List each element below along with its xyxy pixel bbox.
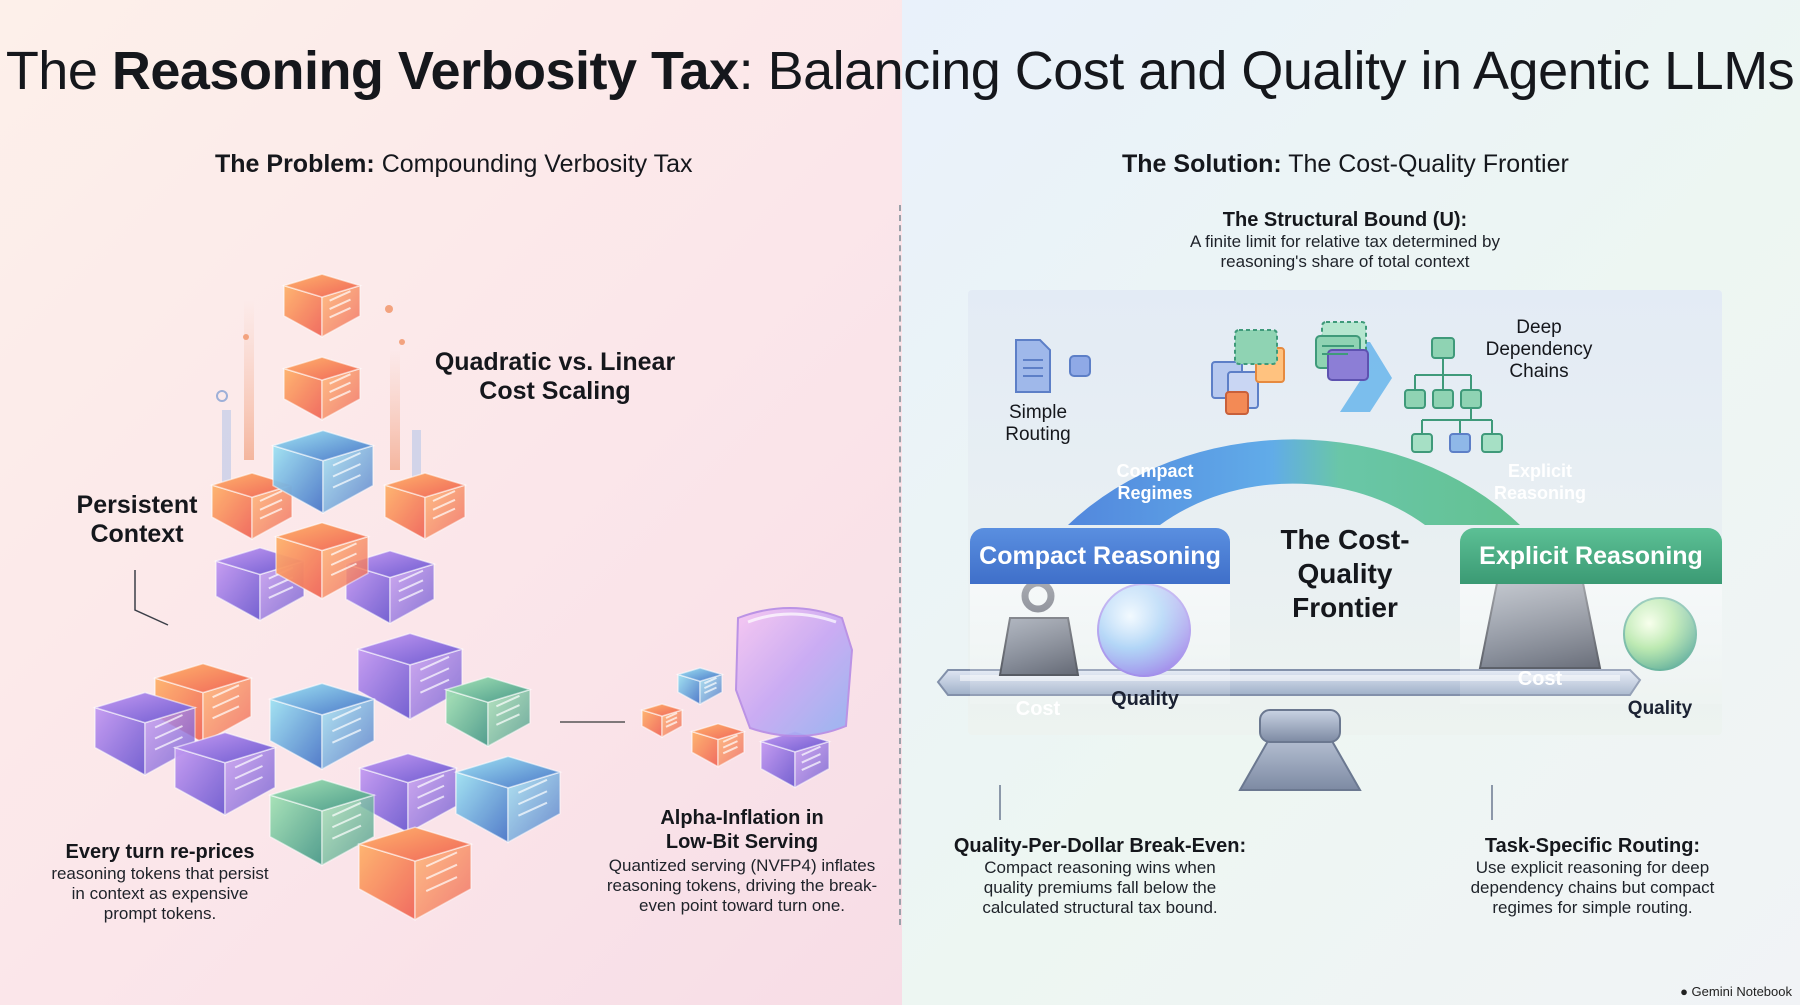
routing-callout: Task-Specific Routing: Use explicit reas… <box>1460 834 1725 918</box>
compact-reasoning-panel <box>970 584 1230 704</box>
breakeven-title: Quality-Per-Dollar Break-Even: <box>953 835 1247 857</box>
stacked-layers-icon <box>1234 329 1278 365</box>
routing-body: Use explicit reasoning for deep dependen… <box>1470 858 1715 917</box>
structural-bound-callout: The Structural Bound (U): A finite limit… <box>1150 208 1540 272</box>
deep-dependency-label: Deep Dependency Chains <box>1485 317 1593 382</box>
quadratic-scaling-label: Quadratic vs. Linear Cost Scaling <box>434 348 676 405</box>
data-cube-icon <box>152 662 254 745</box>
compact-quality-label: Quality <box>1111 688 1179 710</box>
data-cube-icon <box>281 356 363 422</box>
layered-cards-icon <box>1315 321 1369 381</box>
explicit-reasoning-header: Explicit Reasoning <box>1460 528 1722 584</box>
data-cube-icon <box>758 730 832 789</box>
data-cube-icon <box>270 429 376 515</box>
frontier-center-label: The Cost-Quality Frontier <box>1280 524 1410 623</box>
data-cube-icon <box>382 472 468 541</box>
page-title: The Reasoning Verbosity Tax: Balancing C… <box>5 41 1795 101</box>
reprices-title: Every turn re-prices <box>65 841 255 863</box>
data-cube-icon <box>172 731 278 817</box>
structural-bound-title: The Structural Bound (U): <box>1222 209 1468 231</box>
tree-hierarchy-icon <box>1404 337 1503 453</box>
reprices-callout: Every turn re-prices reasoning tokens th… <box>45 840 275 924</box>
watermark: ●⁠ Gemini Notebook <box>1680 984 1792 999</box>
problem-heading: The Problem: Compounding Verbosity Tax <box>215 150 693 178</box>
data-cube-icon <box>675 667 725 706</box>
simple-routing-label: Simple Routing <box>1005 402 1071 445</box>
data-cube-icon <box>453 755 563 844</box>
data-cube-icon <box>355 632 465 721</box>
alpha-inflation-title: Alpha-Inflation in Low-Bit Serving <box>660 807 824 853</box>
data-cube-icon <box>639 703 685 739</box>
data-cube-icon <box>443 676 533 748</box>
explicit-quality-label: Quality <box>1627 698 1693 719</box>
explicit-reasoning-panel <box>1460 584 1722 704</box>
explicit-cost-label: Cost <box>1517 668 1563 690</box>
compact-cost-label: Cost <box>1015 698 1061 720</box>
data-cube-icon <box>92 691 198 777</box>
watermark-text: Gemini Notebook <box>1691 984 1792 999</box>
data-cube-icon <box>267 778 377 867</box>
data-cube-icon <box>209 472 295 541</box>
arc-explicit-reasoning-label: Explicit Reasoning <box>1493 461 1586 503</box>
compact-reasoning-header: Compact Reasoning <box>970 528 1230 584</box>
cube-stack-illustration <box>92 273 854 921</box>
arc-compact-regimes-label: Compact Regimes <box>1116 461 1194 503</box>
alpha-inflation-callout: Alpha-Inflation in Low-Bit Serving Quant… <box>600 806 884 916</box>
data-cube-icon <box>267 682 377 771</box>
solution-heading: The Solution: The Cost-Quality Frontier <box>1122 150 1569 178</box>
data-cube-icon <box>273 521 371 600</box>
data-cube-icon <box>281 273 363 339</box>
routing-title: Task-Specific Routing: <box>1484 835 1701 857</box>
panel-divider <box>899 205 901 925</box>
document-icon <box>1015 339 1091 393</box>
structural-bound-body: A finite limit for relative tax determin… <box>1190 232 1500 271</box>
data-cube-icon <box>356 826 474 921</box>
reprices-body: reasoning tokens that persist in context… <box>51 864 269 923</box>
persistent-context-label: Persistent Context <box>76 491 198 548</box>
breakeven-body: Compact reasoning wins when quality prem… <box>982 858 1218 917</box>
data-cube-icon <box>357 752 459 835</box>
alpha-inflation-body: Quantized serving (NVFP4) inflates reaso… <box>606 856 878 915</box>
breakeven-callout: Quality-Per-Dollar Break-Even: Compact r… <box>945 834 1255 918</box>
data-cube-icon <box>689 722 747 768</box>
